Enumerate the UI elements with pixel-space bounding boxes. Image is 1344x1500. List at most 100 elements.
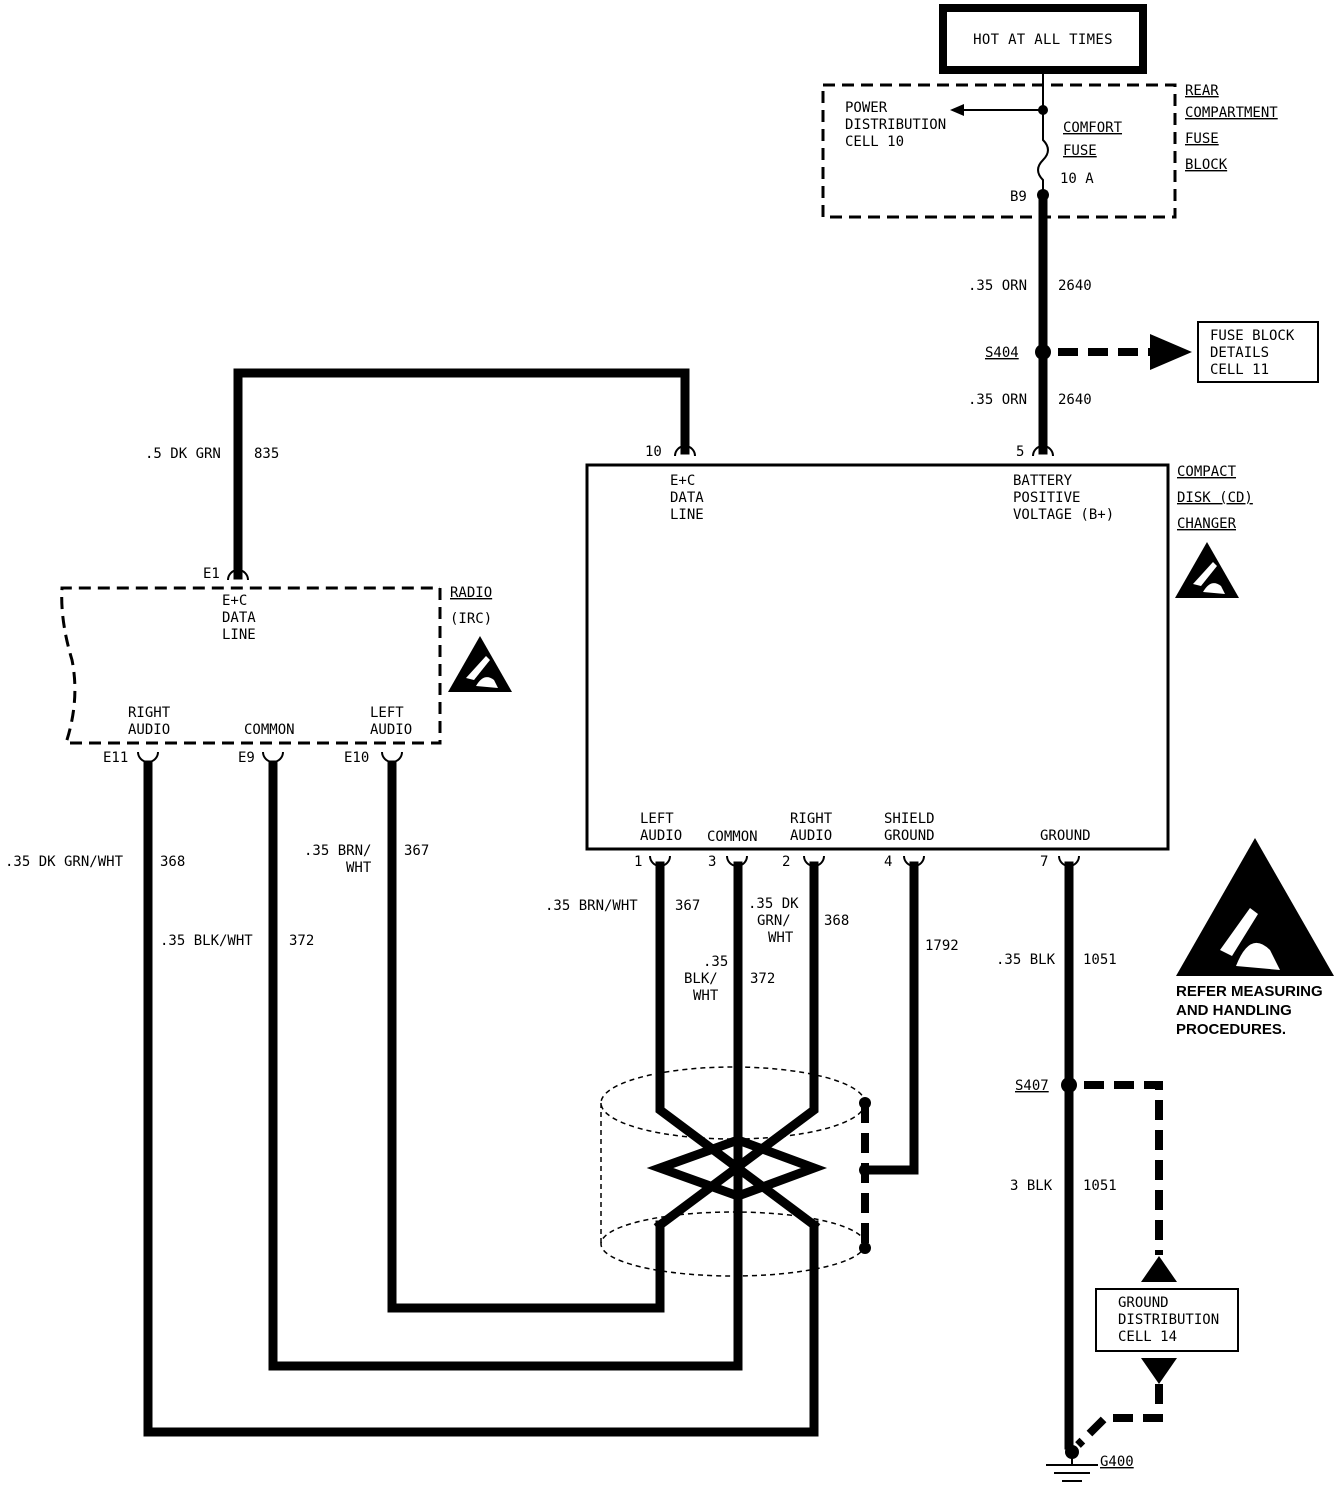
cd-pin7-label: GROUND xyxy=(1040,828,1091,844)
ground-g400-label: G400 xyxy=(1100,1454,1134,1470)
wire-372-cd-gauge-line2: BLK/ xyxy=(684,971,718,987)
fuse-block-details-line1: FUSE BLOCK xyxy=(1210,328,1295,344)
wire-372-cd-gauge-line3: WHT xyxy=(693,988,719,1004)
radio-name-line2: (IRC) xyxy=(450,611,492,627)
radio-esd-icon xyxy=(448,636,512,692)
wire-372-cd-gauge-line1: .35 xyxy=(703,954,728,970)
ground-distribution-line2: DISTRIBUTION xyxy=(1118,1312,1219,1328)
wire-835-gauge: .5 DK GRN xyxy=(145,446,221,462)
wire-372-radio-gauge: .35 BLK/WHT xyxy=(160,933,253,949)
esd-note-line1: REFER MEASURING xyxy=(1176,983,1323,1000)
fuse-block: POWER DISTRIBUTION CELL 10 COMFORT FUSE … xyxy=(821,70,1278,219)
esd-large-icon xyxy=(1176,838,1334,976)
radio-e1-label-line3: LINE xyxy=(222,627,256,643)
radio-pin-e9: E9 xyxy=(238,750,255,766)
wire-835-circuit: 835 xyxy=(254,446,279,462)
wire-368-cd-gauge-line1: .35 DK xyxy=(748,896,799,912)
wire-367-cd-gauge: .35 BRN/WHT xyxy=(545,898,638,914)
radio-e11-label-line1: RIGHT xyxy=(128,705,171,721)
cd-changer-name-line2: DISK (CD) xyxy=(1177,490,1253,506)
cd-pin-1: 1 xyxy=(634,854,642,870)
twisted-pair-crossing xyxy=(646,1135,828,1201)
wire-367-radio-gauge-line1: .35 BRN/ xyxy=(304,843,371,859)
arrow-right-icon xyxy=(1150,334,1192,370)
cd-pin3-label: COMMON xyxy=(707,829,758,845)
power-distribution-line1: POWER xyxy=(845,100,888,116)
wire-1051-upper-gauge: .35 BLK xyxy=(996,952,1056,968)
cd-pin1-label-line2: AUDIO xyxy=(640,828,682,844)
wire-2640-lower-circuit: 2640 xyxy=(1058,392,1092,408)
fuse-block-name-line4: BLOCK xyxy=(1185,157,1228,173)
esd-note-line3: PROCEDURES. xyxy=(1176,1021,1286,1038)
wire-1051-upper-circuit: 1051 xyxy=(1083,952,1117,968)
hot-at-all-times-box: HOT AT ALL TIMES xyxy=(939,4,1147,74)
radio-pin-e11: E11 xyxy=(103,750,128,766)
comfort-fuse-line2: FUSE xyxy=(1063,143,1097,159)
cd-pin-4: 4 xyxy=(884,854,892,870)
wire-372 xyxy=(268,760,743,1371)
fuse-block-details-line2: DETAILS xyxy=(1210,345,1269,361)
comfort-fuse-line1: COMFORT xyxy=(1063,120,1123,136)
ground-distribution-line3: CELL 14 xyxy=(1118,1329,1177,1345)
arrow-up-icon xyxy=(1141,1256,1177,1282)
ground-distribution-ref: GROUND DISTRIBUTION CELL 14 xyxy=(1075,1288,1239,1448)
wire-2640-upper-gauge: .35 ORN xyxy=(968,278,1027,294)
cd-pin-7: 7 xyxy=(1040,854,1048,870)
cd-pin10-label-line1: E+C xyxy=(670,473,695,489)
radio-e1-label-line1: E+C xyxy=(222,593,247,609)
fuse-symbol xyxy=(1037,110,1049,195)
arrow-down-icon xyxy=(1141,1358,1177,1384)
radio-e10-label-line1: LEFT xyxy=(370,705,404,721)
cd-pin5-label-line3: VOLTAGE (B+) xyxy=(1013,507,1114,523)
esd-warning-icon xyxy=(1175,542,1239,598)
wire-367-radio-gauge-line2: WHT xyxy=(346,860,372,876)
radio-e9-label: COMMON xyxy=(244,722,295,738)
hot-at-all-times-label: HOT AT ALL TIMES xyxy=(973,32,1113,48)
cd-pin2-label-line2: AUDIO xyxy=(790,828,832,844)
wire-368-cd-gauge-line2: GRN/ xyxy=(757,913,791,929)
wire-2640-lower-gauge: .35 ORN xyxy=(968,392,1027,408)
cd-pin2-label-line1: RIGHT xyxy=(790,811,833,827)
wire-368-cd-circuit: 368 xyxy=(824,913,849,929)
wire-367-cd-circuit: 367 xyxy=(675,898,700,914)
radio-pin-e1: E1 xyxy=(203,566,220,582)
pin-b9: B9 xyxy=(1010,189,1027,205)
splice-s407-label: S407 xyxy=(1015,1078,1049,1094)
wire-835 xyxy=(233,368,690,580)
cd-pin10-label-line2: DATA xyxy=(670,490,704,506)
ground-g400: G400 xyxy=(1046,1445,1134,1482)
cd-pin5-label-line2: POSITIVE xyxy=(1013,490,1080,506)
wire-372-radio-circuit: 372 xyxy=(289,933,314,949)
cd-changer-name-line3: CHANGER xyxy=(1177,516,1237,532)
wire-368-radio-circuit: 368 xyxy=(160,854,185,870)
cd-pin5-label-line1: BATTERY xyxy=(1013,473,1073,489)
power-distribution-line3: CELL 10 xyxy=(845,134,904,150)
cd-pin10-label-line3: LINE xyxy=(670,507,704,523)
fuse-block-name-line2: COMPARTMENT xyxy=(1185,105,1278,121)
fuse-rating: 10 A xyxy=(1060,171,1094,187)
cd-pin-5: 5 xyxy=(1016,444,1024,460)
cd-pin-2: 2 xyxy=(782,854,790,870)
fuse-block-details-box xyxy=(1197,321,1319,383)
radio-e10-label-line2: AUDIO xyxy=(370,722,412,738)
wire-1792 xyxy=(860,861,919,1175)
esd-note-line2: AND HANDLING xyxy=(1176,1002,1292,1019)
splice-s404-label: S404 xyxy=(985,345,1019,361)
cd-changer-name-line1: COMPACT xyxy=(1177,464,1237,480)
cd-pin4-label-line2: GROUND xyxy=(884,828,935,844)
cd-changer: 10 E+C DATA LINE 5 BATTERY POSITIVE VOLT… xyxy=(585,444,1253,870)
wire-368-radio-gauge: .35 DK GRN/WHT xyxy=(5,854,124,870)
wire-1051-lower-gauge: 3 BLK xyxy=(1010,1178,1053,1194)
fuse-block-name-line3: FUSE xyxy=(1185,131,1219,147)
ground-distribution-line1: GROUND xyxy=(1118,1295,1169,1311)
cd-pin4-label-line1: SHIELD xyxy=(884,811,935,827)
cd-pin-3: 3 xyxy=(708,854,716,870)
esd-note: REFER MEASURING AND HANDLING PROCEDURES. xyxy=(1176,838,1334,1038)
wire-367-radio-circuit: 367 xyxy=(404,843,429,859)
cd-pin1-label-line1: LEFT xyxy=(640,811,674,827)
radio-name-line1: RADIO xyxy=(450,585,492,601)
fuse-block-details-line3: CELL 11 xyxy=(1210,362,1269,378)
wire-372-cd-circuit: 372 xyxy=(750,971,775,987)
fuse-block-name-line1: REAR xyxy=(1185,83,1219,99)
radio: E1 E+C DATA LINE RADIO (IRC) RIGHT AUDIO… xyxy=(60,566,512,766)
